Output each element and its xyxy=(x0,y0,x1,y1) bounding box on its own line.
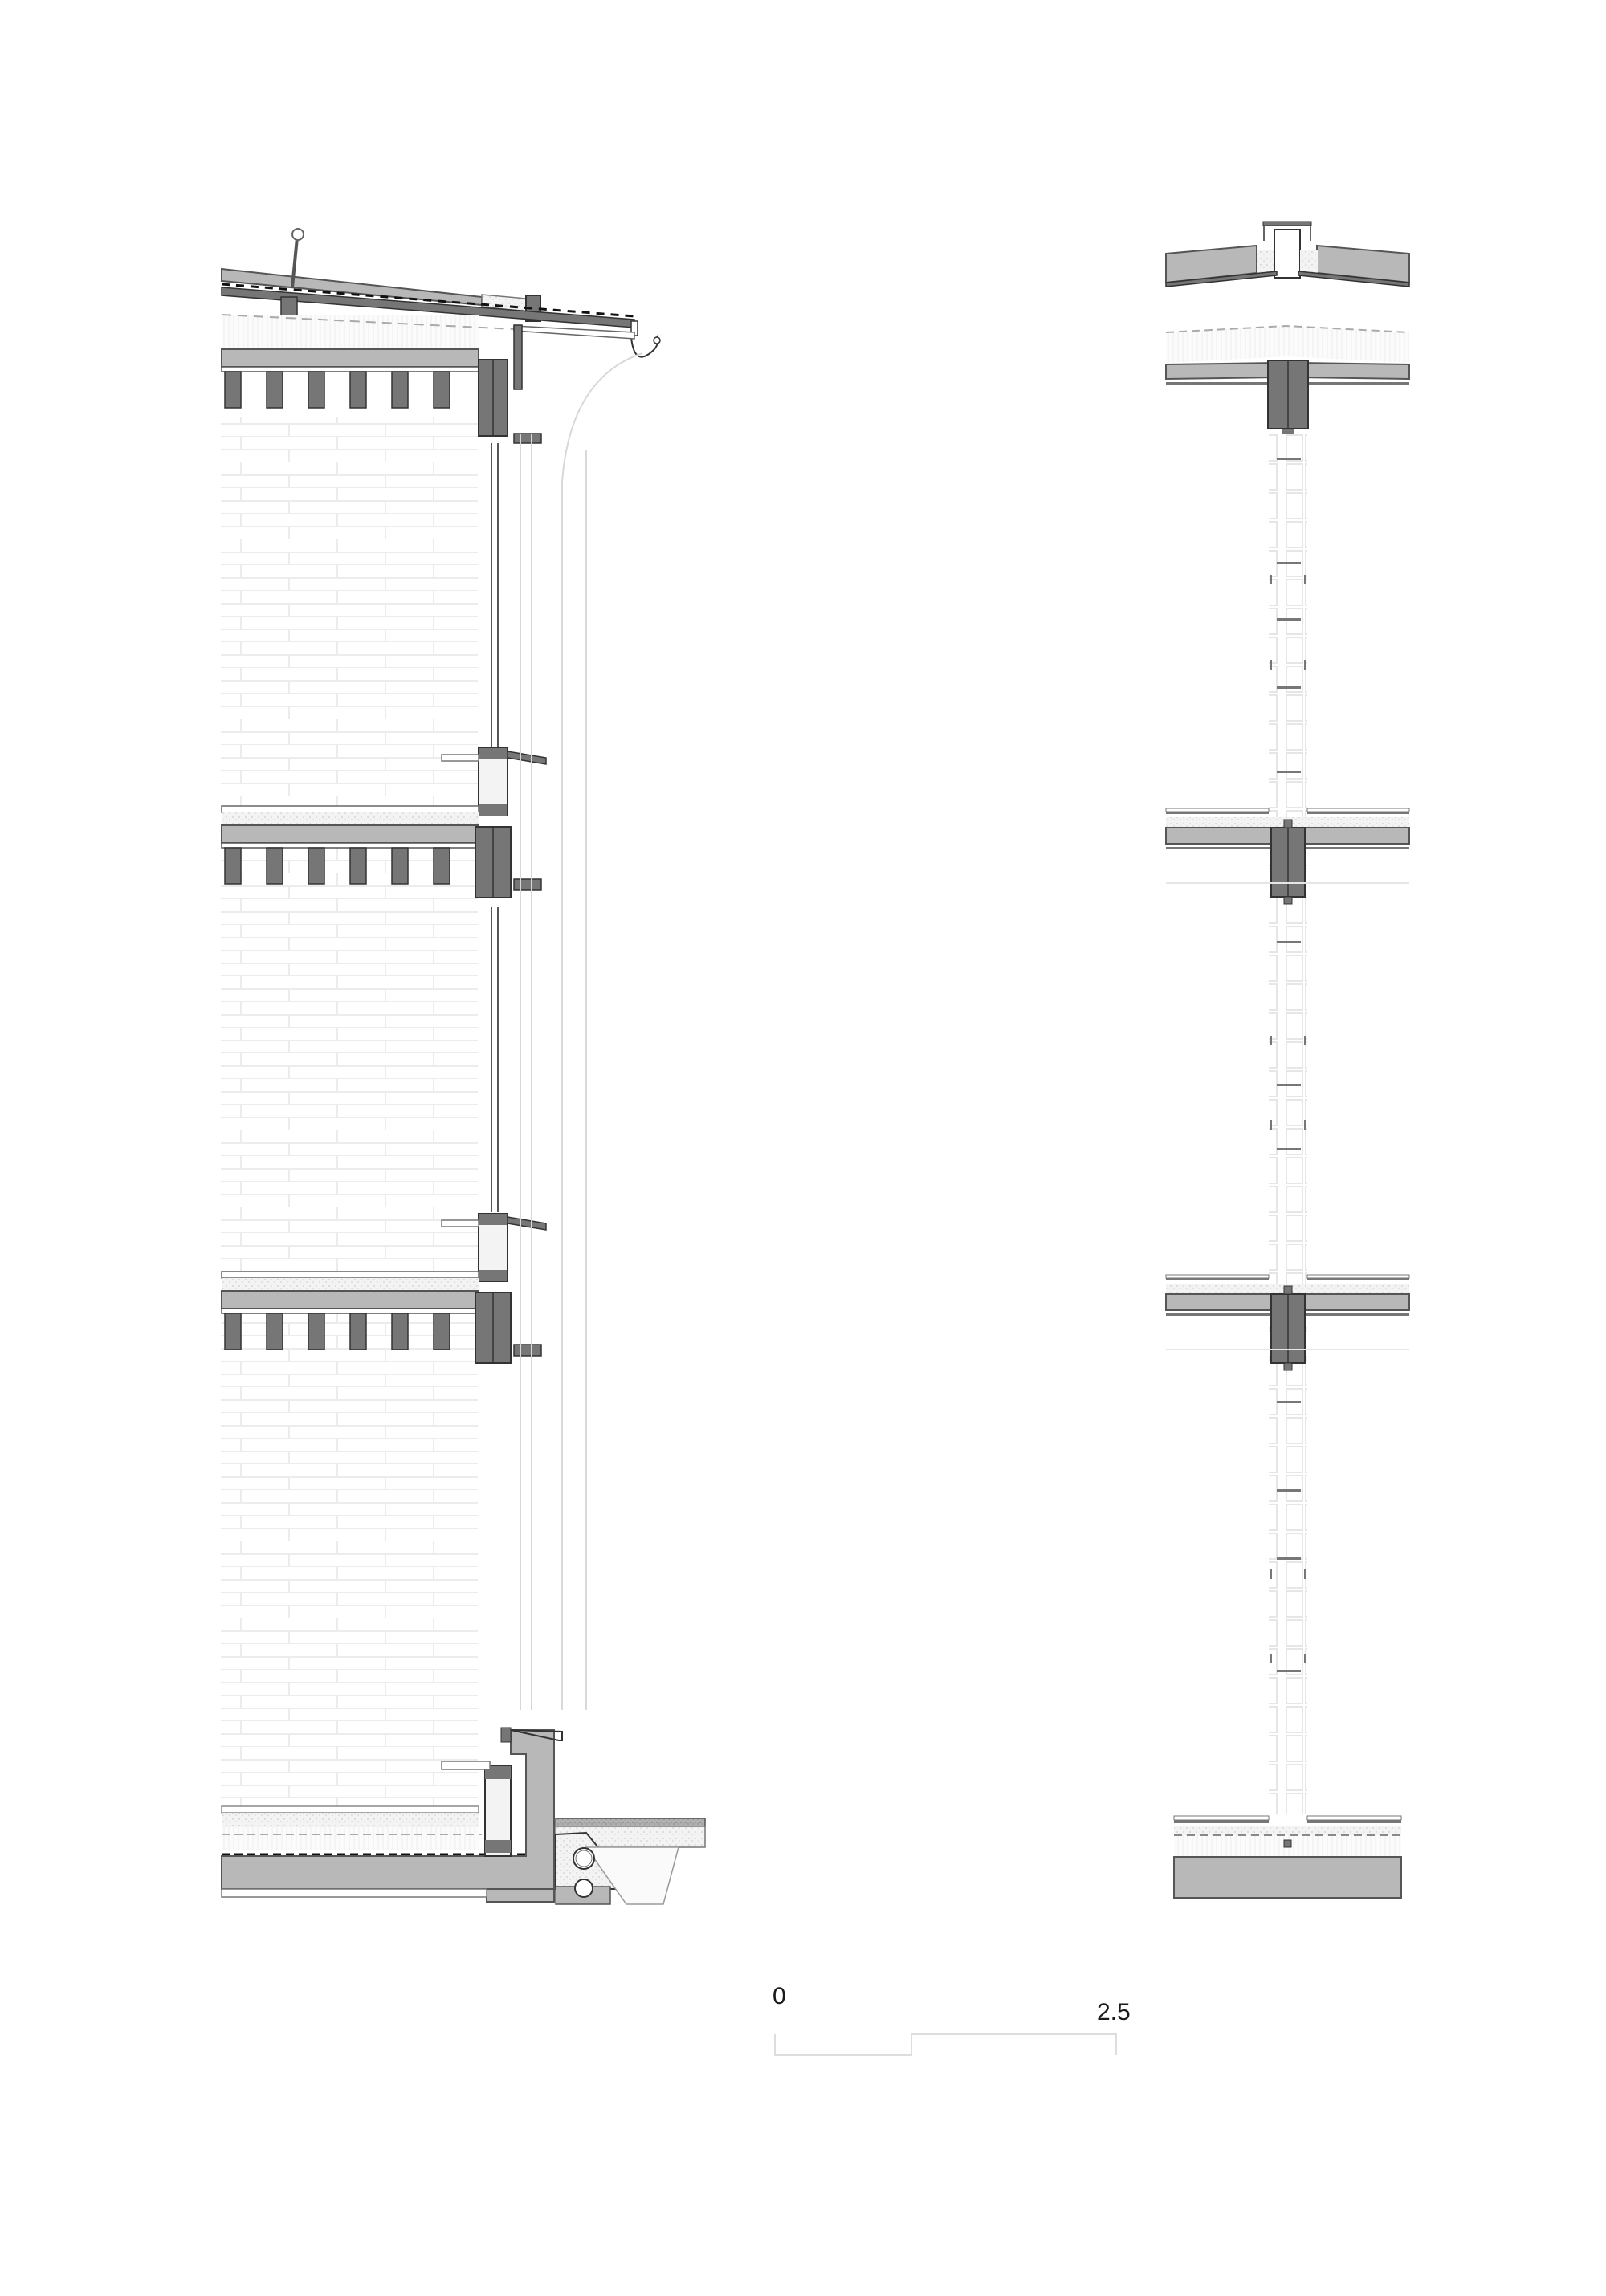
scale-bar-end-label: 2.5 xyxy=(1097,1999,1131,2025)
cross-ground-slab xyxy=(1173,1815,1402,1899)
brick-wall xyxy=(221,417,478,1806)
facade-section xyxy=(221,228,706,1905)
ridge-detail xyxy=(1165,221,1410,287)
cross-floor-3 xyxy=(1165,1274,1410,1371)
scale-bar xyxy=(774,2033,1117,2056)
facade-cladding-lines xyxy=(520,352,643,1710)
stud-wall xyxy=(1269,434,1307,1814)
cross-floor-2 xyxy=(1165,808,1410,905)
floor-level-3 xyxy=(221,1213,547,1364)
floor-level-2 xyxy=(221,747,547,898)
ground-plinth xyxy=(221,1727,706,1905)
wall-fixings xyxy=(1270,458,1306,1672)
green-roof xyxy=(221,228,661,358)
floor-level-1 xyxy=(221,324,542,444)
ridge-ceiling xyxy=(1165,324,1410,435)
window-glazing xyxy=(491,443,499,1212)
scale-bar-start-label: 0 xyxy=(772,1983,786,2009)
cross-section xyxy=(1165,221,1410,1899)
